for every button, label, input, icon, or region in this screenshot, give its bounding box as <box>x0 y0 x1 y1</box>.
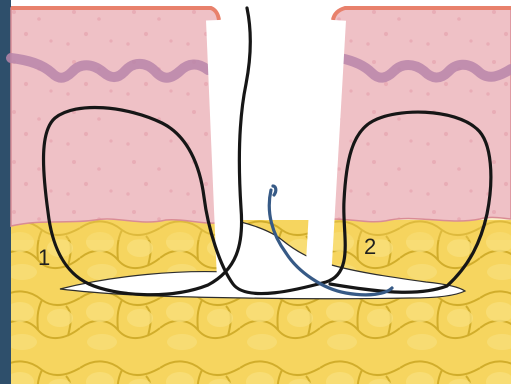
label-2: 2 <box>364 234 376 259</box>
label-1: 1 <box>38 245 50 270</box>
left-skin-flap <box>11 8 226 226</box>
right-skin-flap <box>318 8 511 222</box>
